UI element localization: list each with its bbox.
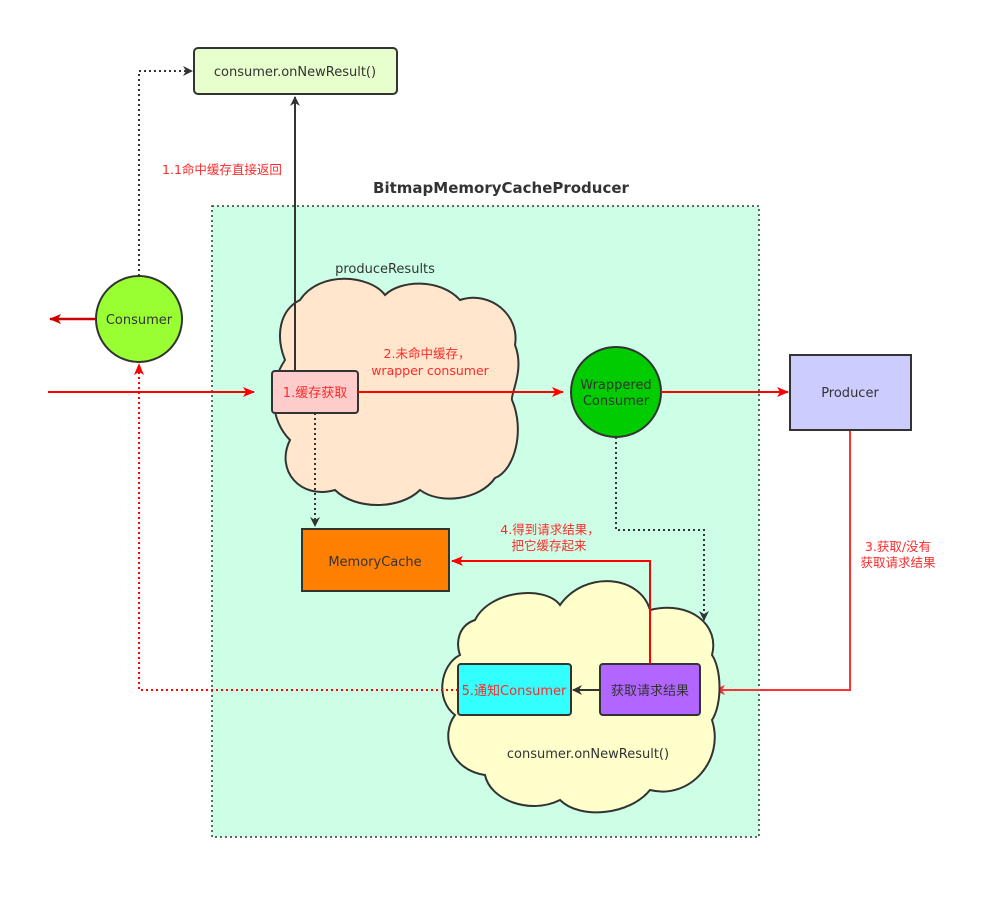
on-new-result-top-box[interactable] [193, 47, 398, 95]
edge-consumer-to-top-box [138, 66, 193, 276]
wrappered-consumer-label-2: Consumer [583, 394, 650, 409]
edge-label-hit-cache: 1.1命中缓存直接返回 [162, 162, 282, 177]
producer-box[interactable] [789, 354, 912, 431]
edge-label-get-result-2: 获取请求结果 [860, 555, 936, 570]
notify-consumer-label: 5.通知Consumer [462, 683, 567, 699]
memory-cache-box[interactable] [301, 528, 450, 592]
edge-label-cache-result-1: 4.得到请求结果， [500, 522, 599, 537]
wrappered-consumer-label-1: Wrappered [580, 378, 651, 393]
cache-fetch-label: 1.缓存获取 [283, 386, 347, 401]
edge-label-miss-cache-2: wrapper consumer [371, 363, 489, 378]
producer-label: Producer [821, 386, 879, 401]
get-request-result-label: 获取请求结果 [611, 684, 689, 699]
on-new-result-top-label: consumer.onNewResult() [214, 65, 376, 80]
on-new-result-bottom-label: consumer.onNewResult() [507, 747, 669, 762]
edge-label-get-result-1: 3.获取/没有 [865, 539, 931, 554]
edge-get-result-to-memory-cache [451, 556, 651, 664]
produce-results-label: produceResults [335, 262, 435, 277]
consumer-label: Consumer [106, 313, 173, 328]
consumer-node[interactable] [95, 275, 183, 363]
edge-wrappered-to-lower-cloud [615, 437, 709, 621]
edge-label-miss-cache-1: 2.未命中缓存， [384, 346, 471, 361]
edge-producer-to-get-result [713, 431, 851, 695]
container-title: BitmapMemoryCacheProducer [373, 179, 629, 197]
edge-label-cache-result-2: 把它缓存起来 [511, 538, 587, 553]
memory-cache-label: MemoryCache [328, 555, 421, 570]
edge-notify-to-consumer [134, 363, 458, 691]
